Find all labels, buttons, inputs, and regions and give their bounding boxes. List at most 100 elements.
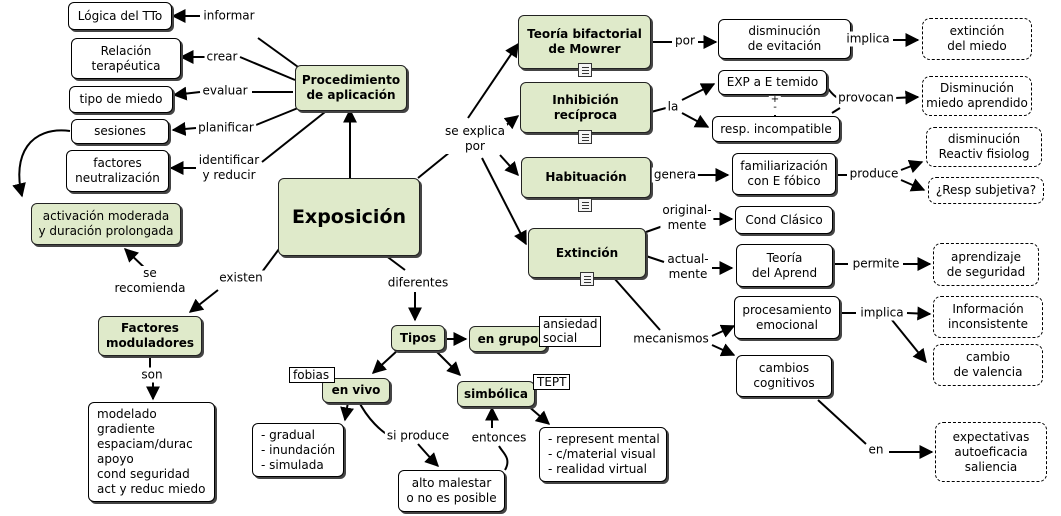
- extincion-node[interactable]: Extinción: [528, 228, 646, 278]
- link-label-informar: informar: [201, 8, 257, 24]
- connector: [188, 289, 219, 313]
- modelado-node: modelado gradiente espaciam/durac apoyo …: [88, 402, 215, 502]
- connector: [711, 343, 736, 357]
- connector: [900, 159, 924, 174]
- factores-neutralizacion-node: factores neutralización: [66, 150, 169, 192]
- gradual-node: - gradual - inundación - simulada: [252, 423, 344, 477]
- cambio-valencia-node: cambio de valencia: [933, 344, 1043, 386]
- relacion-node: Relación terapéutica: [71, 38, 181, 79]
- connector: [650, 107, 667, 113]
- connector: [499, 154, 519, 177]
- connector: [711, 324, 736, 338]
- resource-icon[interactable]: [578, 198, 592, 212]
- link-label-identificar: identificar y reducir: [196, 153, 262, 183]
- sesiones-node: sesiones: [71, 119, 169, 144]
- connector: [900, 178, 926, 192]
- resource-icon[interactable]: [578, 63, 592, 77]
- connector: [613, 277, 661, 331]
- en-vivo-node: en vivo: [322, 378, 390, 403]
- link-label-si-produce: si produce: [384, 428, 452, 444]
- factores-moduladores-node: Factores moduladores: [98, 316, 202, 356]
- connector: [417, 151, 451, 179]
- link-label-produce: produce: [847, 166, 901, 182]
- logica-node: Lógica del TTo: [68, 2, 172, 30]
- teoria-aprend-node: Teoría del Aprend: [736, 244, 833, 287]
- connector: [481, 157, 527, 246]
- link-label-se-recomienda: se recomienda: [112, 266, 188, 296]
- link-label-originalmente: original- mente: [660, 203, 714, 233]
- tept-tag: TEPT: [533, 374, 570, 390]
- link-label-evaluar: evaluar: [200, 83, 250, 99]
- link-label-diferentes: diferentes: [385, 275, 451, 291]
- connector: [906, 306, 932, 321]
- alto-malestar-node: alto malestar o no es posible: [398, 470, 505, 512]
- link-label-provocan: provocan: [836, 90, 896, 106]
- exposicion-node: Exposición: [278, 178, 420, 256]
- link-label-actualmente: actual- mente: [665, 252, 711, 282]
- informacion-inconsistente-node: Información inconsistente: [933, 296, 1043, 338]
- ansiedad-social-tag: ansiedad social: [539, 316, 601, 347]
- link-label-mecanismos: mecanismos: [631, 331, 711, 347]
- connector: [172, 86, 201, 101]
- connector: [526, 404, 551, 425]
- link-label-plus-minus: + -: [768, 94, 782, 113]
- procesamiento-node: procesamiento emocional: [734, 296, 840, 339]
- connector: [681, 83, 716, 101]
- resp-subjetiva-node: ¿Resp subjetiva?: [928, 177, 1044, 204]
- expectativas-node: expectativas autoeficacia saliencia: [935, 422, 1047, 482]
- link-label-la: la: [665, 99, 681, 115]
- connector: [340, 401, 354, 422]
- connector: [681, 112, 710, 128]
- familiarizacion-node: familiarización con E fóbico: [732, 153, 836, 195]
- exp-temido-node: EXP a E temido: [718, 70, 827, 95]
- connector: [171, 121, 197, 136]
- tipo-miedo-node: tipo de miedo: [69, 86, 173, 113]
- link-label-son: son: [139, 367, 165, 383]
- connector: [434, 349, 461, 376]
- link-label-genera: genera: [651, 167, 699, 183]
- connector: [831, 107, 841, 114]
- connector: [12, 129, 71, 198]
- connector: [894, 90, 920, 105]
- link-label-existen: existen: [217, 270, 265, 286]
- resp-incompatible-node: resp. incompatible: [712, 116, 840, 142]
- cambios-cognitivos-node: cambios cognitivos: [736, 355, 832, 397]
- extincion-miedo-node: extinción del miedo: [922, 18, 1032, 60]
- disminucion-reactiv-node: disminución Reactiv fisiolog: [926, 127, 1042, 167]
- connector: [384, 254, 406, 271]
- inhibicion-node[interactable]: Inhibición recíproca: [520, 82, 651, 133]
- link-label-implica: implica: [844, 31, 892, 47]
- represent-node: - represent mental - c/material visual -…: [539, 427, 667, 482]
- tipos-node: Tipos: [391, 325, 445, 351]
- connector: [891, 319, 927, 364]
- connector: [498, 445, 509, 471]
- resource-icon[interactable]: [580, 272, 594, 286]
- connector: [255, 107, 299, 126]
- link-label-entonces: entonces: [469, 430, 529, 446]
- disminucion-evitacion-node: disminución de evitación: [718, 19, 851, 59]
- connector: [467, 42, 519, 119]
- connector: [645, 225, 664, 233]
- link-label-implica-2: implica: [858, 305, 906, 321]
- aprendizaje-seguridad-node: aprendizaje de seguridad: [933, 243, 1039, 286]
- connector: [645, 255, 665, 263]
- simbolica-node: simbólica: [457, 381, 535, 407]
- connector: [261, 111, 326, 163]
- connector: [817, 399, 867, 445]
- connector: [371, 349, 399, 374]
- resource-icon[interactable]: [578, 130, 592, 144]
- link-label-crear: crear: [204, 49, 240, 65]
- connector: [417, 443, 439, 467]
- link-label-por: por: [673, 33, 697, 49]
- habituacion-node[interactable]: Habituación: [521, 157, 651, 198]
- link-label-se-explica: se explica por: [443, 124, 507, 154]
- procedimiento-node: Procedimiento de aplicación: [295, 65, 407, 111]
- en-grupo-node: en grupo: [469, 326, 547, 352]
- teoria-bifactorial-node[interactable]: Teoría bifactorial de Mowrer: [518, 15, 651, 69]
- link-label-planificar: planificar: [196, 120, 256, 136]
- link-label-permite: permite: [850, 256, 902, 272]
- connector: [239, 56, 296, 81]
- activacion-node: activación moderada y duración prolongad…: [31, 203, 181, 245]
